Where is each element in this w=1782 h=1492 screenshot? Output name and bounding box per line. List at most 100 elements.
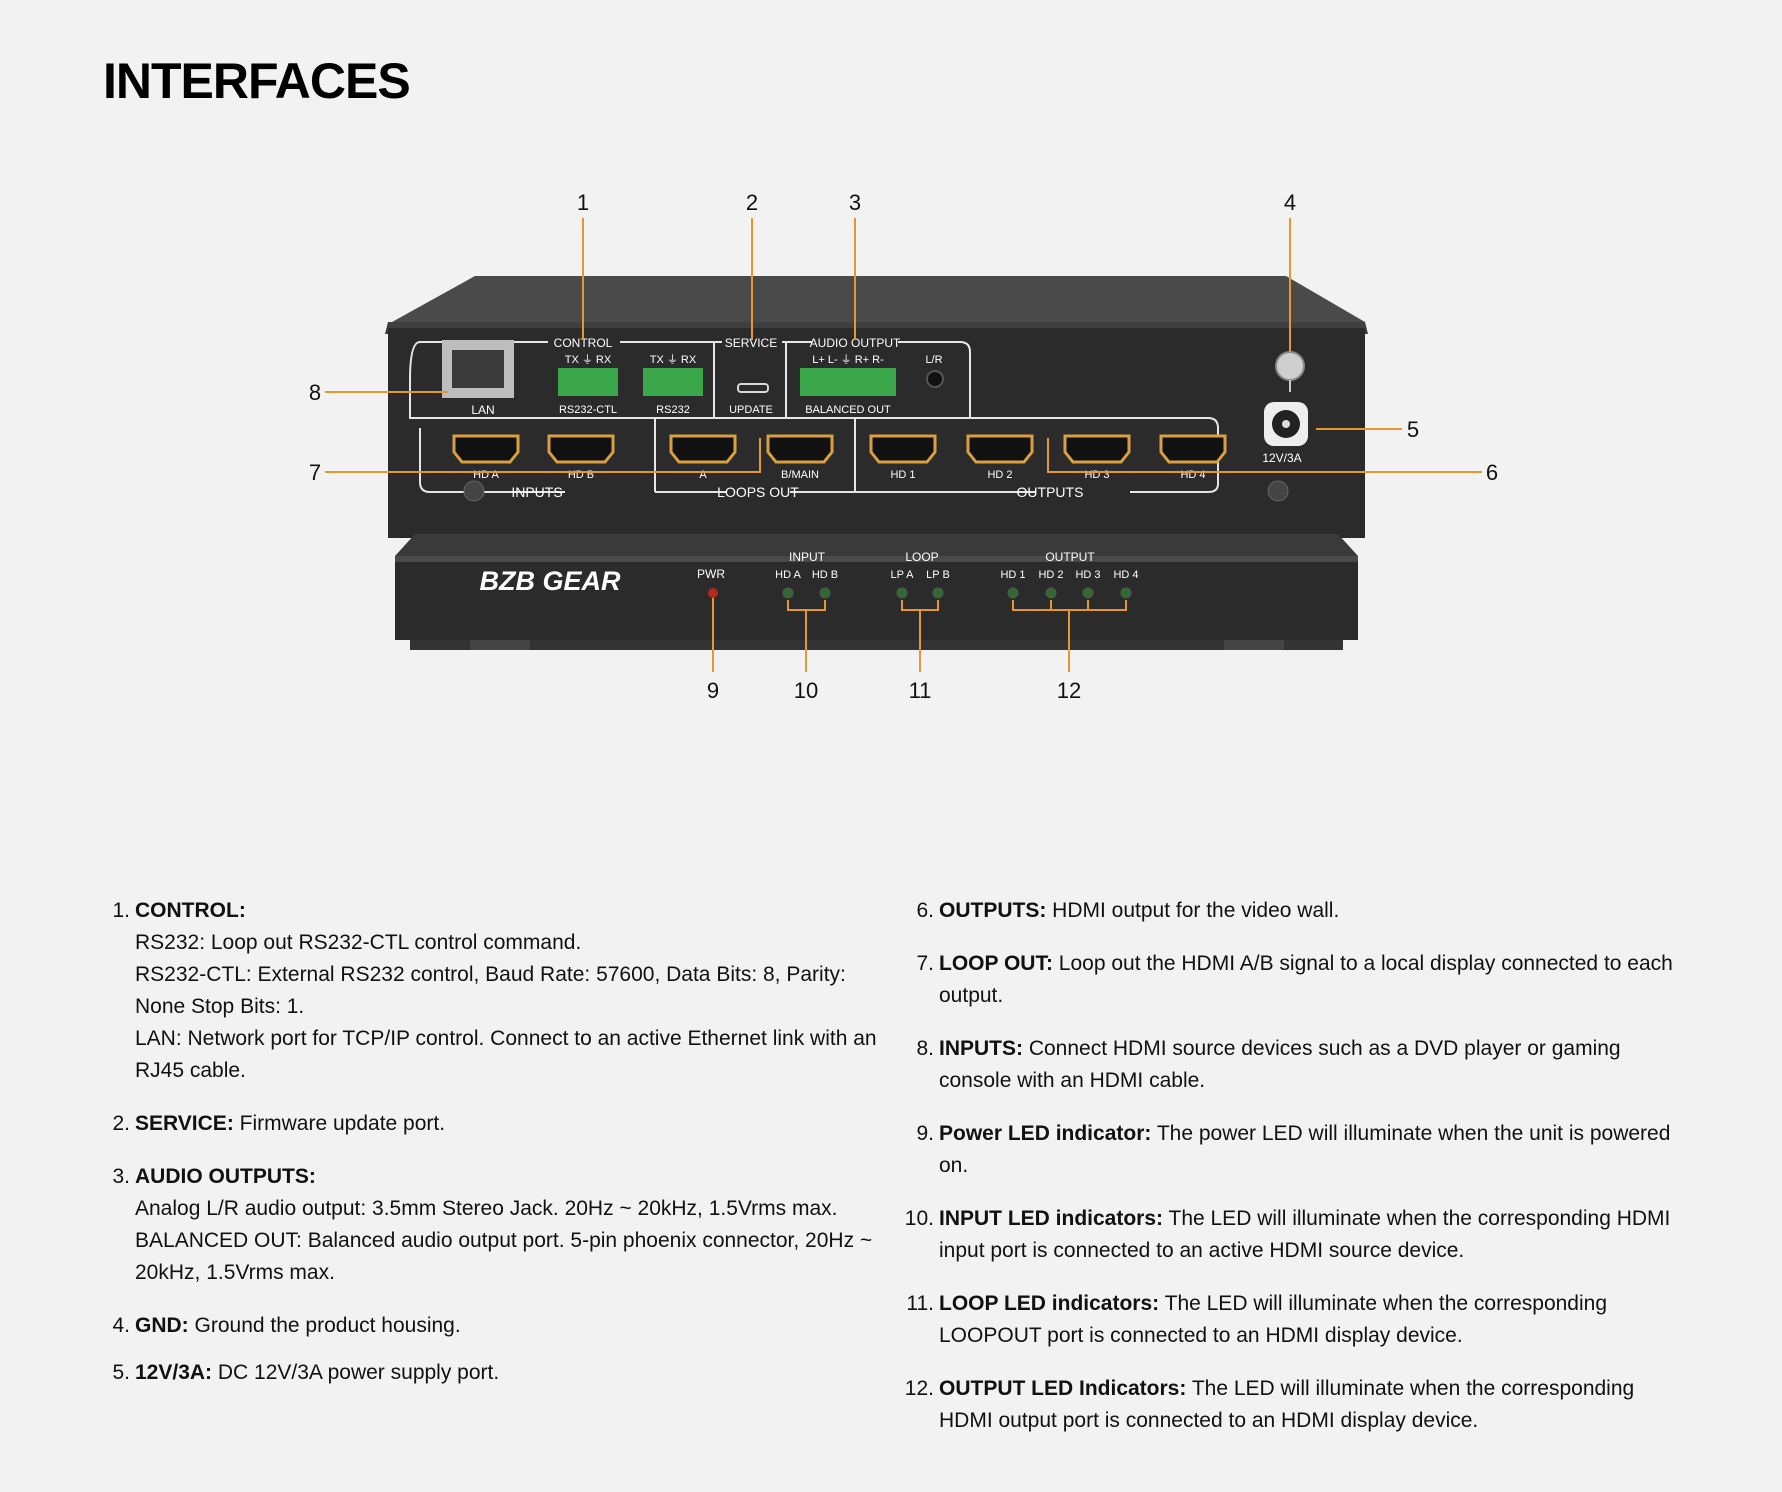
led-label: HD 4: [1113, 569, 1138, 581]
item-text: Firmware update port.: [233, 1112, 446, 1135]
item-term: OUTPUT LED Indicators:: [939, 1377, 1187, 1400]
rear-panel: [385, 276, 1368, 550]
status-led: [896, 587, 908, 599]
led-label: LP B: [926, 569, 950, 581]
pins-rs232: TX ⏚ RX: [650, 353, 697, 366]
hdmi-port: A: [669, 434, 737, 481]
item-term: AUDIO OUTPUTS:: [135, 1165, 316, 1188]
label-power-rating: 12V/3A: [1262, 451, 1301, 465]
label-audio-output: AUDIO OUTPUT: [810, 336, 901, 350]
pins-audio: L+ L- ⏚ R+ R-: [812, 353, 884, 366]
item-number: 4.: [112, 1314, 130, 1337]
item-text: The LED will illuminate when the corresp…: [939, 1207, 1671, 1262]
item-text: Connect HDMI source devices such as a DV…: [939, 1037, 1621, 1092]
hdmi-port-label: HD B: [568, 469, 594, 481]
description-item: 10.INPUT LED indicators: The LED will il…: [905, 1203, 1692, 1267]
item-text: The LED will illuminate when the corresp…: [939, 1292, 1608, 1347]
label-rs232: RS232: [656, 404, 690, 416]
hdmi-port: HD 3: [1063, 434, 1131, 481]
item-detail-line: BALANCED OUT: Balanced audio output port…: [135, 1229, 873, 1284]
callout-lines: [325, 218, 1482, 672]
callout-5: 5: [1407, 417, 1419, 442]
description-item: 2.SERVICE: Firmware update port.: [108, 1108, 888, 1140]
label-lan: LAN: [471, 403, 494, 417]
label-outputs: OUTPUTS: [1017, 484, 1084, 500]
item-term: SERVICE:: [135, 1112, 234, 1135]
item-text: The LED will illuminate when the corresp…: [939, 1377, 1635, 1432]
item-term: 12V/3A:: [135, 1361, 213, 1384]
item-term: GND:: [135, 1314, 189, 1337]
status-led: [1082, 587, 1094, 599]
device-diagram: HD A HD B A B/MAIN HD 1 HD 2 HD 3 HD 4 CONTROL …: [309, 190, 1498, 703]
label-loop-group: LOOP: [905, 550, 938, 564]
pwr-led: [708, 588, 718, 598]
status-led: [1007, 587, 1019, 599]
led-label: HD A: [775, 569, 801, 581]
hdmi-port: HD 2: [966, 434, 1034, 481]
item-number: 9.: [916, 1122, 934, 1145]
status-led: [932, 587, 944, 599]
description-item: 11.LOOP LED indicators: The LED will ill…: [906, 1288, 1692, 1352]
callout-6: 6: [1486, 460, 1498, 485]
description-item: 6.OUTPUTS: HDMI output for the video wal…: [912, 895, 1692, 927]
item-number: 5.: [112, 1361, 130, 1384]
label-rs232ctl: RS232-CTL: [559, 404, 617, 416]
status-led: [1045, 587, 1057, 599]
item-term: LOOP OUT:: [939, 952, 1053, 975]
ground-screw: [1275, 351, 1305, 381]
callout-10: 10: [794, 678, 818, 703]
status-led: [819, 587, 831, 599]
item-text: Loop out the HDMI A/B signal to a local …: [939, 952, 1673, 1007]
hdmi-port-label: HD 3: [1084, 469, 1109, 481]
item-detail-line: RS232: Loop out RS232-CTL control comman…: [135, 931, 582, 954]
rear-labels: CONTROL SERVICE AUDIO OUTPUT TX ⏚ RX TX …: [471, 336, 1301, 500]
hdmi-port-label: HD 2: [987, 469, 1012, 481]
callout-11: 11: [909, 678, 932, 703]
description-item: 5.12V/3A: DC 12V/3A power supply port.: [108, 1357, 888, 1389]
description-item: 8.INPUTS: Connect HDMI source devices su…: [912, 1033, 1692, 1097]
led-label: HD B: [812, 569, 838, 581]
callout-12: 12: [1057, 678, 1081, 703]
item-number: 11.: [906, 1292, 934, 1315]
item-term: LOOP LED indicators:: [939, 1292, 1160, 1315]
item-detail-line: LAN: Network port for TCP/IP control. Co…: [135, 1027, 877, 1082]
label-output-group: OUTPUT: [1045, 550, 1095, 564]
hdmi-port-label: HD 4: [1180, 469, 1205, 481]
callout-2: 2: [746, 190, 758, 215]
front-panel: [395, 534, 1358, 650]
balanced-out-terminal: [800, 368, 896, 396]
item-text: HDMI output for the video wall.: [1046, 899, 1340, 922]
item-term: CONTROL:: [135, 899, 246, 922]
label-lr: L/R: [925, 354, 942, 366]
descriptions-left: 1.CONTROL: RS232: Loop out RS232-CTL cont…: [108, 895, 888, 1410]
callout-1: 1: [577, 190, 589, 215]
item-number: 7.: [916, 952, 934, 975]
lr-jack: [926, 370, 944, 388]
item-number: 10.: [904, 1207, 934, 1230]
callout-8: 8: [309, 380, 321, 405]
led-label: HD 3: [1075, 569, 1100, 581]
label-inputs: INPUTS: [511, 484, 562, 500]
status-led: [1120, 587, 1132, 599]
callout-3: 3: [849, 190, 861, 215]
pins-rs232ctl: TX ⏚ RX: [565, 353, 612, 366]
item-number: 1.: [112, 899, 130, 922]
callout-4: 4: [1284, 190, 1296, 215]
description-item: 12.OUTPUT LED Indicators: The LED will i…: [905, 1373, 1692, 1437]
hdmi-port: HD 1: [869, 434, 937, 481]
callout-7: 7: [309, 460, 321, 485]
hdmi-port: B/MAIN: [766, 434, 834, 481]
item-text: DC 12V/3A power supply port.: [212, 1361, 500, 1384]
item-text: Ground the product housing.: [188, 1314, 461, 1337]
hdmi-port-label: A: [699, 469, 707, 481]
item-detail-line: Analog L/R audio output: 3.5mm Stereo Ja…: [135, 1197, 838, 1220]
item-term: Power LED indicator:: [939, 1122, 1152, 1145]
item-number: 2.: [112, 1112, 130, 1135]
description-item: 3.AUDIO OUTPUTS:Analog L/R audio output:…: [108, 1161, 888, 1289]
item-term: INPUT LED indicators:: [939, 1207, 1164, 1230]
label-balanced-out: BALANCED OUT: [805, 404, 891, 416]
item-number: 8.: [916, 1037, 934, 1060]
label-control: CONTROL: [554, 336, 613, 350]
label-update: UPDATE: [729, 404, 773, 416]
descriptions-right: 6.OUTPUTS: HDMI output for the video wal…: [905, 895, 1692, 1458]
